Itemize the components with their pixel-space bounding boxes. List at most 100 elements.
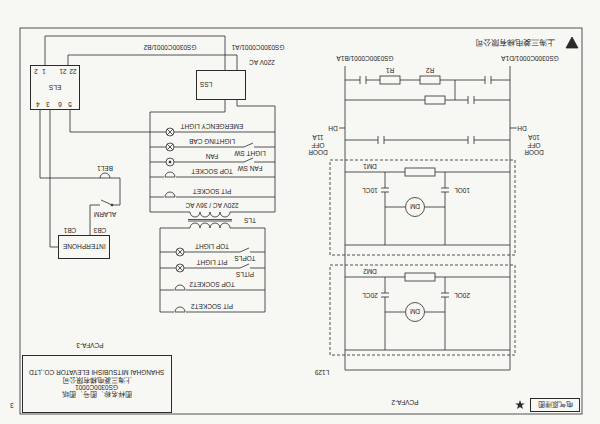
schematic-label: CB1 (63, 226, 78, 233)
cabin-circuits-part (167, 129, 173, 135)
lighting-circuits (160, 248, 265, 313)
cabin-circuits-part (150, 147, 275, 197)
lighting-circuits-part (240, 264, 249, 268)
motor-circle (406, 303, 425, 322)
door-motor-circuit-part (485, 77, 491, 83)
door-motor-circuit-part (345, 140, 510, 141)
schematic-label: DM1 (362, 162, 378, 169)
schematic-label: 1 (41, 67, 47, 74)
schematic-label: 10CL (361, 186, 379, 193)
door-motor-circuit-part (330, 160, 515, 255)
door-motor-circuit-part (360, 76, 366, 84)
label-slot: 上海三菱电梯有限公司 (474, 37, 556, 46)
schematic-label: PCVFA-3 (75, 341, 104, 348)
label-slot: 10OL (453, 186, 471, 193)
door-motor-circuit-part (380, 76, 400, 84)
transformer-symbol (150, 212, 275, 312)
door-motor-circuit-part (378, 137, 384, 143)
cabin-circuits-part (166, 128, 174, 136)
schematic-label: EMERGENCY LIGHT (180, 122, 245, 129)
label-slot: ALARM (93, 210, 117, 217)
page-frame (20, 28, 582, 414)
schematic-label: 6 (57, 100, 63, 107)
drawing-tag: 电气原理图 (530, 398, 580, 412)
label-slot: PIT SOCKET2 (190, 302, 234, 309)
lighting-circuits-part (176, 248, 184, 256)
motor-symbol: DM (405, 302, 425, 322)
schematic-label: 3 (9, 401, 15, 408)
page-frame-part (20, 28, 582, 414)
label-slot: GS0300C0001/B1A (335, 54, 394, 61)
door-motor-circuit-part (345, 66, 510, 370)
schematic-label: GS0300C0001/B2 (143, 43, 198, 50)
motor-circle (406, 198, 425, 217)
door-motor-circuit-part (405, 273, 435, 281)
label-slot: 10CL (361, 186, 379, 193)
schematic-label: 21 (58, 67, 67, 74)
door-motor-circuit-part (378, 136, 384, 144)
schematic-label: DH (516, 124, 527, 131)
schematic-label: 20OL (453, 291, 471, 298)
node-text: LSS (200, 81, 212, 88)
door-motor-circuit-part (441, 188, 449, 192)
label-slot: 21 (58, 67, 67, 74)
alarm-wiring-part (100, 173, 110, 178)
label-slot: TOP SOCKET2 (188, 280, 235, 287)
lss-wiring-part (68, 55, 237, 70)
wire-connector (50, 110, 58, 247)
label-slot: 1 (41, 67, 47, 74)
cabin-circuits-part (166, 158, 174, 166)
cabin-circuits-part (167, 144, 173, 150)
lss-wiring (68, 55, 275, 212)
schematic-label: PCVFA-2 (390, 398, 419, 405)
schematic-label: TOPLS (233, 254, 256, 261)
node-text: DM (410, 308, 420, 315)
label-slot: R2 (425, 66, 435, 73)
schematic-label: L129 (314, 368, 330, 375)
schematic-label: DM2 (362, 267, 378, 274)
door-motor-circuit-part (381, 293, 389, 297)
schematic-label: GS0300C0001/D1A (500, 54, 559, 61)
label-slot: FAN (205, 152, 220, 159)
schematic-label: TOP SOCKET (190, 167, 234, 174)
door-motor-circuit-part (441, 293, 449, 297)
lighting-circuits-part (177, 249, 183, 255)
logo-marks-part (566, 37, 578, 48)
cabin-circuits (70, 110, 275, 198)
label-slot: 20OL (453, 291, 471, 298)
schematic-label: R2 (425, 66, 435, 73)
label-slot: GS0300C0001/A1 (231, 43, 286, 50)
node-text: DM (410, 203, 420, 210)
cabin-circuits-part (166, 143, 174, 151)
label-slot: DH (516, 124, 527, 131)
label-slot: TOPLS (233, 254, 256, 261)
label-slot: GS0300C0001/D1A (500, 54, 559, 61)
door-motor-circuit-part (425, 96, 445, 104)
door-motor-circuit-part (420, 76, 440, 84)
label-slot: 2 (33, 67, 39, 74)
label-slot: PIT SOCKET (192, 187, 233, 194)
lighting-circuits-part (175, 285, 185, 290)
node-text: INTERPHONE (63, 243, 106, 250)
switch-box: LSS (196, 70, 246, 100)
cabin-circuits-part (244, 158, 253, 162)
node-text: 电气原理图 (538, 401, 573, 408)
label-slot: DOOR OFF 11A (306, 134, 330, 156)
schematic-label: BEL1 (96, 164, 114, 171)
label-slot: 6 (57, 100, 63, 107)
door-motor-circuit-part (485, 76, 491, 84)
door-motor-circuit-part (405, 168, 435, 176)
schematic-label: DOOR OFF 11A (306, 134, 330, 156)
cabin-circuits-part (165, 192, 175, 197)
door-motor-circuit-part (468, 137, 474, 143)
transformer-symbol-part (188, 220, 232, 222)
schematic-label: TOP SOCKET2 (188, 280, 235, 287)
schematic-label: 4 (35, 100, 41, 107)
schematic-label: CB3 (93, 226, 108, 233)
door-motor-circuit-part (468, 136, 474, 144)
lighting-circuits-part (175, 307, 185, 312)
label-slot: R1 (385, 66, 395, 73)
label-slot: TOP SOCKET (190, 167, 234, 174)
alarm-wiring (40, 110, 120, 235)
